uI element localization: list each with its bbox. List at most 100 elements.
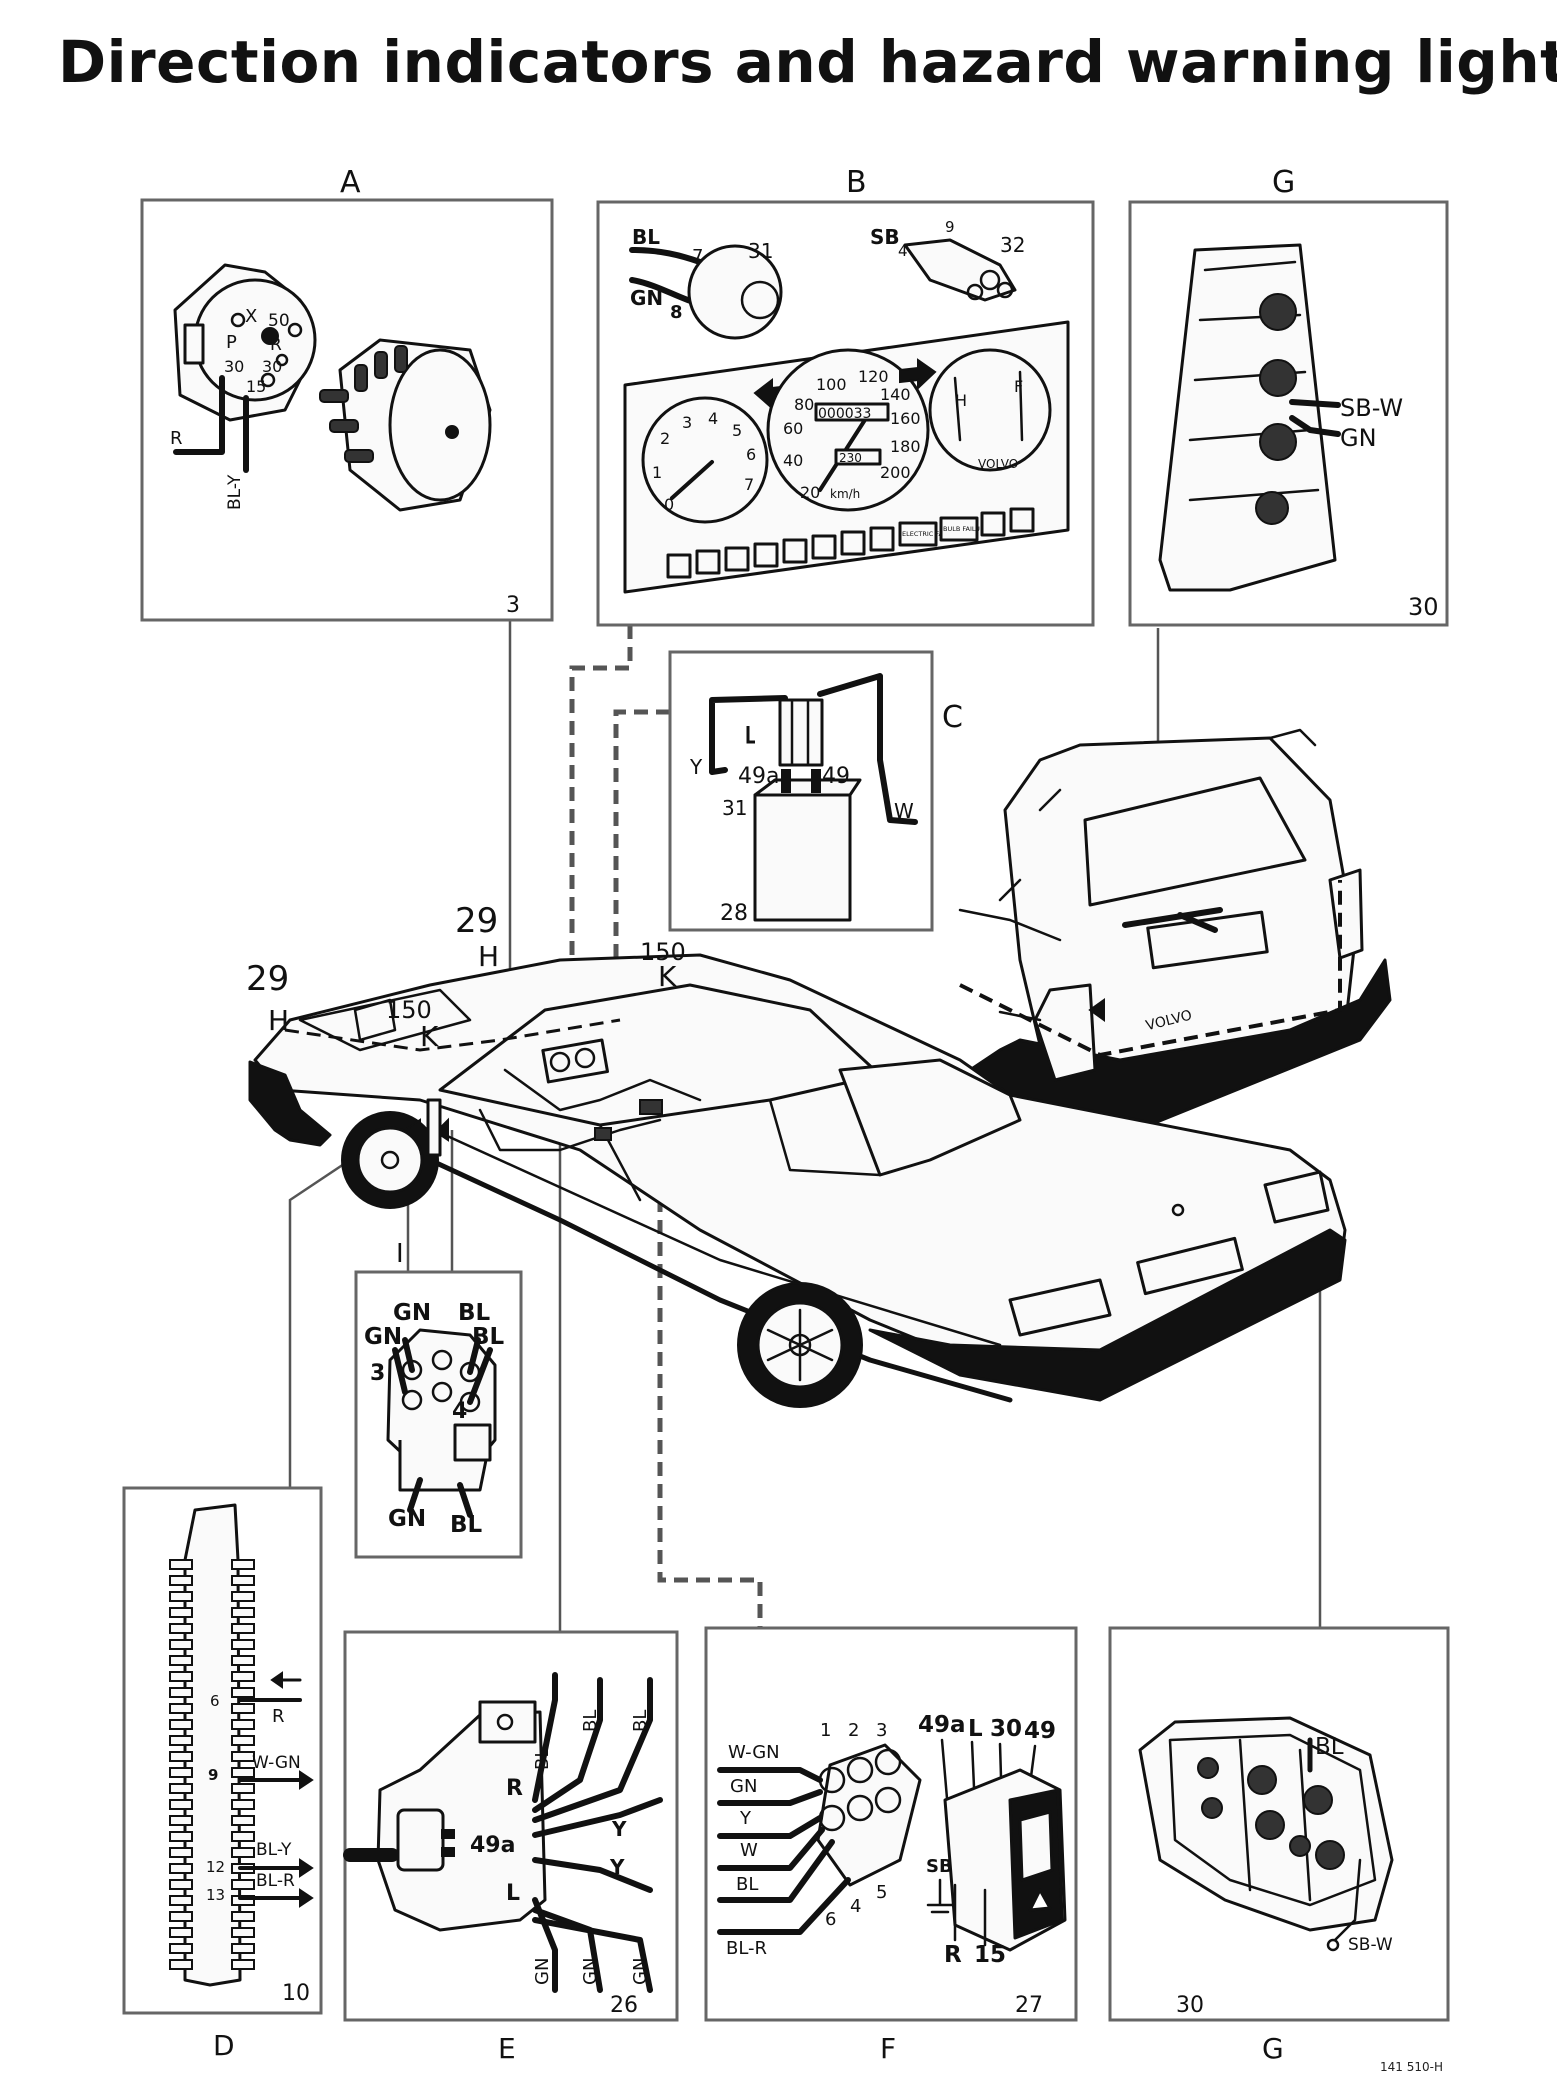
svg-text:60: 60 (783, 419, 803, 438)
label-pin-3-i: 3 (370, 1361, 385, 1386)
fuel-temp-gauge (928, 348, 1052, 472)
label-x: X (245, 306, 257, 327)
car-label-150-rear: 150 (640, 938, 686, 966)
tachometer (641, 396, 769, 524)
fuse-tooth (231, 1751, 255, 1762)
fuse-tooth (231, 1655, 255, 1666)
fuse-tooth (231, 1703, 255, 1714)
svg-text:120: 120 (858, 367, 889, 386)
svg-text:80: 80 (794, 395, 814, 414)
svg-text:0: 0 (664, 495, 674, 514)
term-f-30: 30 (990, 1716, 1022, 1742)
term-f-49a: 49a (918, 1712, 966, 1738)
label-pin4-32: 4 (898, 242, 908, 260)
fuse-tooth (231, 1943, 255, 1954)
svg-text:7: 7 (744, 475, 754, 494)
wire-bl-e-2: BL (580, 1710, 601, 1732)
label-connector-31: 31 (748, 239, 773, 263)
svg-text:1: 1 (652, 463, 662, 482)
fuse-wire-w-gn: W-GN (252, 1753, 301, 1773)
car-label-k-front: K (420, 1020, 439, 1053)
wire-f-gn: GN (730, 1776, 757, 1797)
fuse-tooth (169, 1735, 193, 1746)
car-label-29-rear: 29 (455, 901, 498, 941)
panel-c-flasher-relay: C 28 Y W 49a 49 31 (668, 650, 963, 932)
pin-f-3: 3 (876, 1720, 887, 1741)
odometer (814, 402, 890, 422)
car-label-h-rear: H (478, 940, 499, 973)
indicator-arrow-right-icon (899, 358, 937, 391)
panel-g-bottom-letter: G (1262, 2032, 1284, 2065)
pin-f-6: 6 (825, 1909, 836, 1930)
panel-g-bottom-number: 30 (1176, 1993, 1204, 2018)
saloon-rear-lamp (1008, 1278, 1112, 1337)
label-pin8: 8 (670, 302, 683, 323)
saloon-car (248, 953, 1347, 1408)
tail-light-housing (1158, 243, 1337, 592)
fuse-tooth (231, 1847, 255, 1858)
fuse-tooth (231, 1607, 255, 1618)
fuse-wire-bl-r: BL-R (256, 1871, 295, 1891)
wire-y-e-2: Y (609, 1855, 625, 1879)
hazard-triangle-icon (1028, 1888, 1052, 1912)
label-sb-w: SB-W (1340, 394, 1403, 422)
car-illustration: VOLVO (246, 728, 1392, 1408)
panel-c-number: 28 (720, 901, 748, 926)
panel-a-letter: A (340, 165, 361, 200)
document-code: 141 510-H (1380, 2060, 1443, 2074)
panel-a-ignition-switch: A 3 X P 50 R 30 30 15 R BL-Y (140, 165, 554, 622)
fuse-tooth (169, 1767, 193, 1778)
fuse-tooth (231, 1735, 255, 1746)
panel-d-letter: D (213, 2029, 235, 2062)
bulb-3 (1259, 423, 1297, 461)
fuse-tooth (169, 1847, 193, 1858)
wire-label-bl-y: BL-Y (225, 474, 245, 510)
fuse-pin-6: 6 (210, 1692, 220, 1710)
wire-bl-g: BL (1315, 1734, 1344, 1760)
flasher-connector (778, 698, 824, 767)
fuse-tooth (169, 1703, 193, 1714)
term-r-e: R (506, 1776, 523, 1801)
label-gn-left: GN (364, 1324, 402, 1350)
panel-d-fuse-box: D 10 6 9 12 13 R W-GN BL-Y BL-R (122, 1486, 323, 2062)
wire-bl-31 (629, 247, 703, 265)
term-f-l: L (968, 1716, 983, 1742)
term-49a-e: 49a (470, 1833, 515, 1858)
fuse-tooth (231, 1815, 255, 1826)
fuse-tooth (231, 1767, 255, 1778)
fuse-tooth (169, 1639, 193, 1650)
term-l-e: L (506, 1881, 520, 1906)
fuse-tooth (169, 1607, 193, 1618)
windscreen (438, 983, 882, 1127)
fuse-tooth (169, 1799, 193, 1810)
label-pin-49a-c: 49a (738, 764, 779, 789)
label-30b: 30 (262, 357, 282, 376)
connector-32 (903, 238, 1017, 302)
fuse-tooth (231, 1687, 255, 1698)
wire-gn-g (1289, 415, 1341, 437)
fuse-tooth (231, 1575, 255, 1586)
fuse-tooth (169, 1591, 193, 1602)
label-pin9-32: 9 (945, 218, 955, 236)
label-pin-31-c: 31 (722, 796, 747, 820)
estate-rear: VOLVO (958, 728, 1392, 1147)
warning-bulb-failure: BULB FAILURE (943, 525, 989, 533)
label-r-position: R (270, 335, 282, 355)
fuse-tooth (231, 1639, 255, 1650)
wire-bl-e-1: BL (532, 1748, 553, 1770)
term-f-r: R (944, 1942, 962, 1968)
fuse-tooth (169, 1623, 193, 1634)
fuse-tooth (169, 1783, 193, 1794)
fuse-tooth (231, 1559, 255, 1570)
page-title: Direction indicators and hazard warning … (58, 28, 1557, 96)
term-f-sb: SB (926, 1856, 953, 1877)
panel-g-top-tail-light: G 30 SB-W GN (1128, 165, 1449, 627)
label-w-c: W (894, 799, 914, 823)
fuse-tooth (231, 1799, 255, 1810)
wire-gn-e-2: GN (580, 1958, 601, 1985)
label-bl-31: BL (632, 225, 660, 249)
fuse-tooth (231, 1959, 255, 1970)
flasher-relay-body (753, 793, 852, 922)
panel-c-letter: C (942, 700, 963, 735)
panel-f-hazard-switch: F 27 1 2 3 6 4 5 W-GN GN Y W BL BL-R 49a… (704, 1626, 1078, 2065)
